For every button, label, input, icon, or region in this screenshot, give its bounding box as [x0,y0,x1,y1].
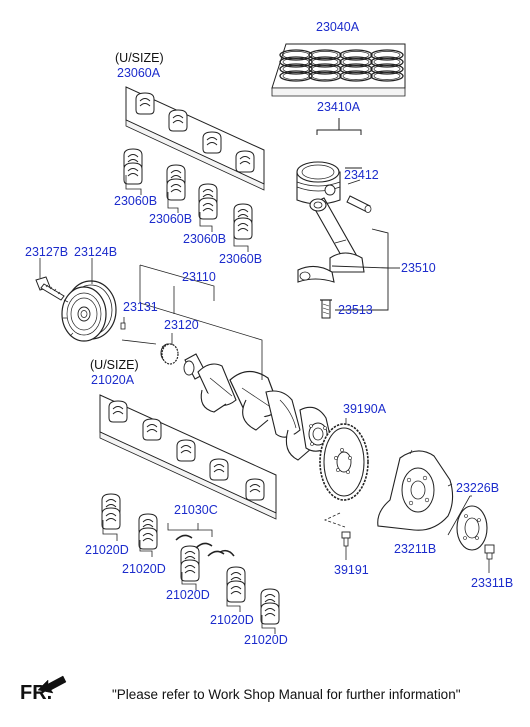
part-number-23311B[interactable]: 23311B [471,576,514,590]
part-number-23412[interactable]: 23412 [344,168,379,182]
part-number-21020D-3[interactable]: 21020D [166,588,210,602]
piston-ring-set [271,43,406,97]
undersize-label-upper: (U/SIZE) [115,51,164,65]
part-number-23060B-4[interactable]: 23060B [219,252,263,266]
piston-assembly [296,118,372,319]
upper-bearing-set [125,86,265,191]
part-number-23060B-3[interactable]: 23060B [183,232,227,246]
flywheel-ring-gear [319,423,369,501]
bolt-23311b [484,544,495,573]
part-number-21030C[interactable]: 21030C [174,503,218,517]
part-number-23510[interactable]: 23510 [401,261,436,275]
leader-lines-flywheel [323,418,347,528]
part-number-21020D-5[interactable]: 21020D [244,633,288,647]
part-number-21020D-1[interactable]: 21020D [85,543,129,557]
undersize-label-lower: (U/SIZE) [90,358,139,372]
lower-bearing-set [99,394,277,520]
part-number-23120[interactable]: 23120 [164,318,199,332]
part-number-23211B[interactable]: 23211B [394,542,437,556]
leader-lines-pulley [39,258,93,284]
front-direction-arrow [37,675,67,694]
leader-lines-crank [121,264,263,380]
workshop-manual-note: "Please refer to Work Shop Manual for fu… [112,687,461,702]
key-23131 [120,322,126,330]
bolt-39191 [341,531,351,560]
bearing-shells-23060b [123,148,253,252]
bearing-shells-21020d [101,493,280,634]
part-number-39191[interactable]: 39191 [334,563,369,577]
part-number-23110[interactable]: 23110 [182,270,216,284]
leader-lines-conrod [331,167,400,311]
pulley-and-bolt [35,276,117,342]
part-number-23513[interactable]: 23513 [338,303,373,317]
part-number-23060A[interactable]: 23060A [117,66,161,80]
part-number-23060B-1[interactable]: 23060B [114,194,158,208]
crankshaft [160,343,333,461]
thrust-washers [167,523,235,557]
leader-lines-plates [447,495,472,536]
adapter-plate [456,505,488,551]
drive-plate [377,449,454,531]
front-direction-label: FR. [20,682,53,704]
part-number-23040A[interactable]: 23040A [316,20,360,34]
crank-sprocket [161,343,179,365]
part-number-39190A[interactable]: 39190A [343,402,387,416]
part-number-23226B[interactable]: 23226B [456,481,500,495]
part-number-21020A[interactable]: 21020A [91,373,135,387]
part-number-21020D-4[interactable]: 21020D [210,613,254,627]
part-number-23127B[interactable]: 23127B [25,245,69,259]
part-number-21020D-2[interactable]: 21020D [122,562,166,576]
part-number-23060B-2[interactable]: 23060B [149,212,193,226]
part-number-23410A[interactable]: 23410A [317,100,361,114]
part-number-23124B[interactable]: 23124B [74,245,118,259]
part-number-23131[interactable]: 23131 [123,300,158,314]
